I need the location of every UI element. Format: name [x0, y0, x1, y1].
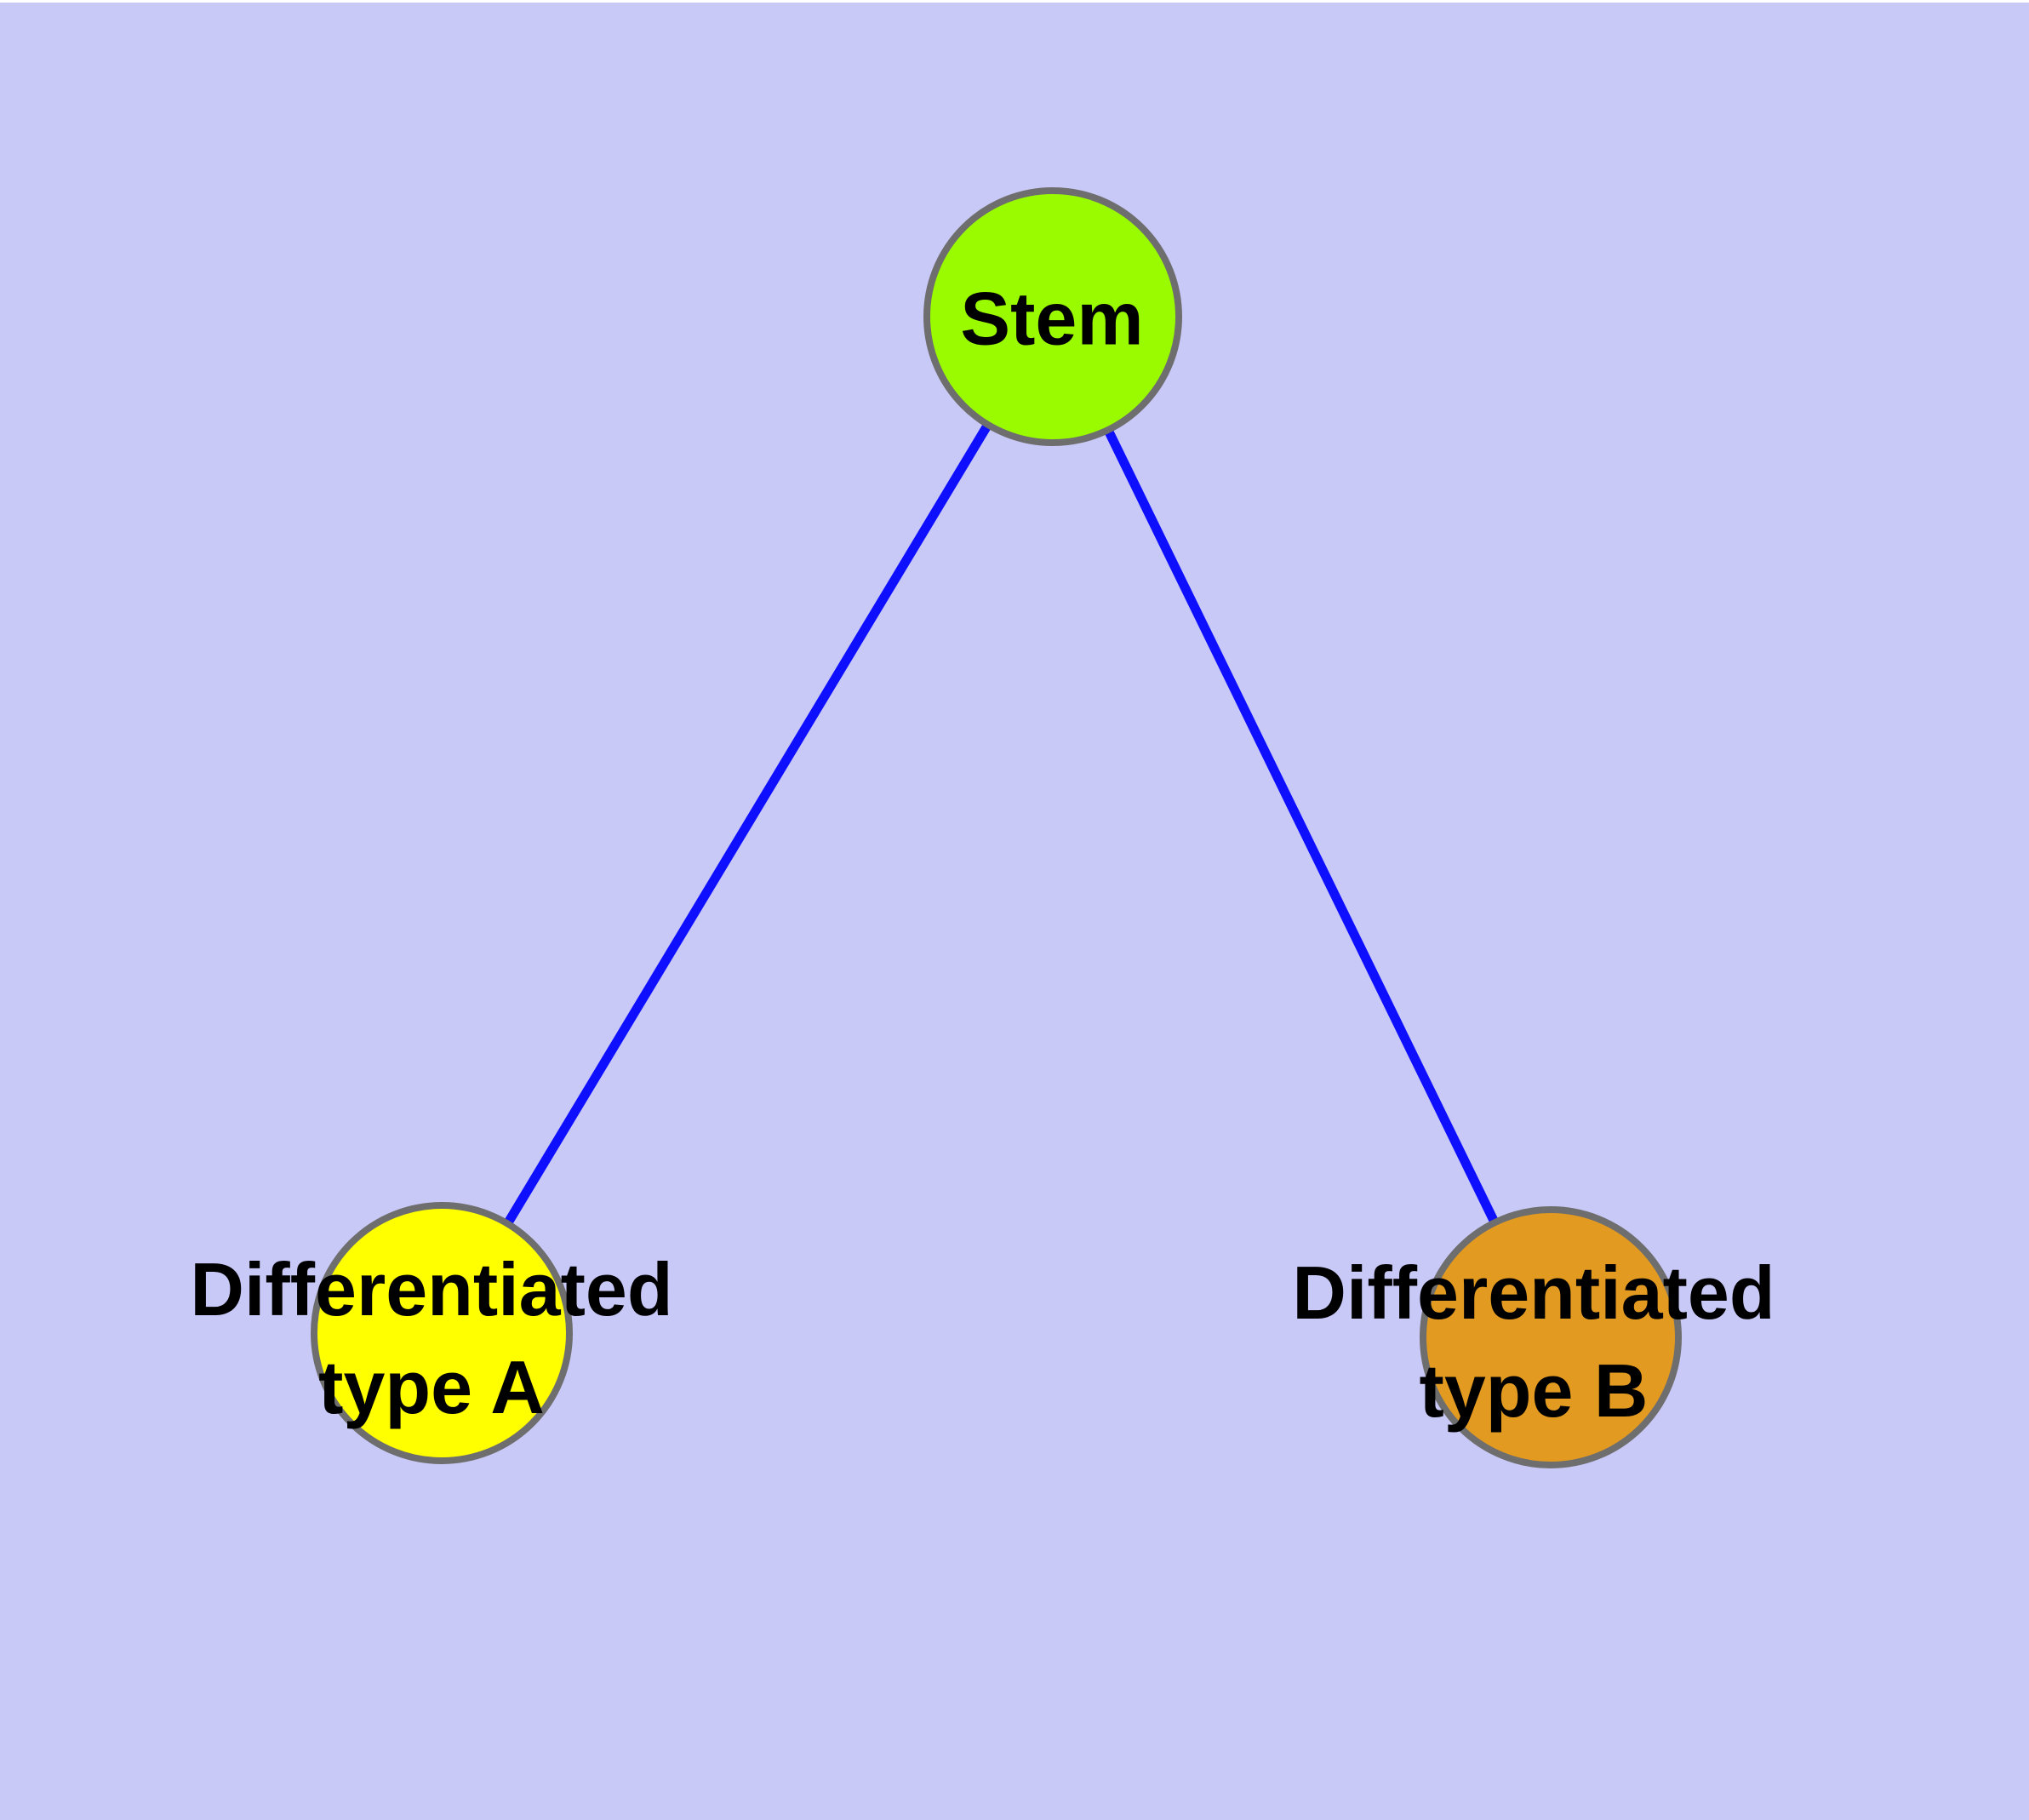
stem-node-label: Stem	[960, 276, 1144, 361]
type-b-label-line2: type B	[1419, 1348, 1649, 1433]
type-a-label-line2: type A	[318, 1345, 545, 1429]
type-a-label-line1: Differentiated	[190, 1247, 673, 1331]
edge-stem-to-type-b	[1049, 314, 1555, 1340]
top-margin-strip	[0, 0, 2029, 3]
stem-node-circle	[923, 187, 1182, 446]
type-b-node-circle	[1420, 1206, 1682, 1468]
type-a-node-label: Differentiated type A	[190, 1240, 672, 1436]
edge-stem-to-type-a	[437, 314, 1057, 1336]
type-b-label-line1: Differentiated	[1292, 1251, 1775, 1335]
type-a-node-circle	[311, 1202, 573, 1464]
type-b-node-label: Differentiated type B	[1292, 1244, 1775, 1439]
